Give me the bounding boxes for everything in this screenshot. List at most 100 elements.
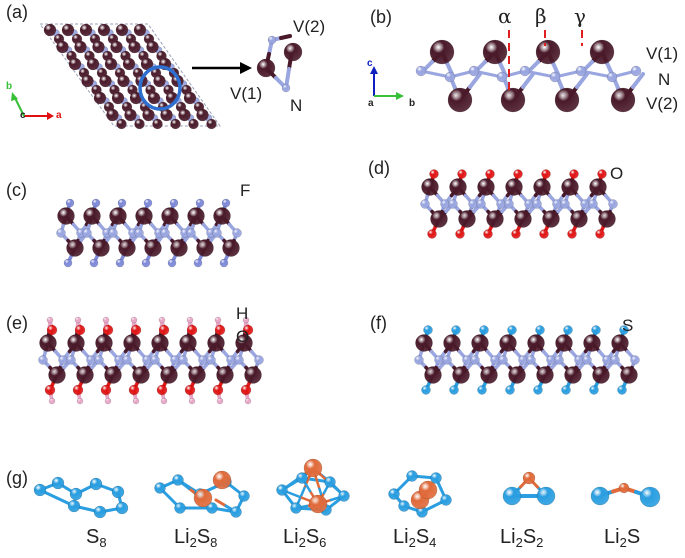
sulfur-atom: [93, 505, 107, 519]
sulfur-atom: [590, 486, 610, 506]
vanadium-atom: [592, 366, 610, 384]
vanadium-atom: [76, 366, 94, 384]
termination-s-label: S: [622, 316, 634, 335]
vanadium-atom: [611, 334, 629, 352]
vanadium-atom: [508, 366, 526, 384]
sulfur-atom: [115, 501, 129, 515]
sulfur-atom: [639, 486, 661, 508]
nitrogen-atom: [442, 355, 452, 365]
vanadium-atom: [111, 91, 125, 105]
sulfur-atom: [449, 385, 459, 395]
nitrogen-atom: [580, 199, 590, 209]
vanadium-atom: [39, 334, 57, 352]
vanadium-atom: [57, 207, 75, 225]
sulfur-atom: [536, 486, 556, 506]
nitrogen-atom: [448, 199, 458, 209]
vanadium-atom: [183, 91, 197, 105]
sulfur-atom: [296, 472, 308, 484]
vanadium-atom: [68, 57, 82, 71]
fluorine-atom: [167, 258, 177, 268]
oxygen-atom: [156, 384, 168, 396]
nitrogen-atom: [254, 355, 264, 365]
sulfur-atom: [69, 487, 83, 501]
hydrogen-atom: [48, 397, 56, 405]
fluorine-atom: [195, 198, 205, 208]
vanadium-atom: [561, 178, 579, 196]
nitrogen-atom: [160, 228, 170, 238]
vanadium-atom: [170, 118, 181, 130]
vanadium-atom: [160, 108, 173, 122]
vanadium-atom: [56, 40, 69, 54]
oxygen-atom: [595, 229, 605, 239]
vanadium-atom: [452, 366, 470, 384]
lithium-atom: [193, 488, 213, 508]
nitrogen-atom: [58, 355, 68, 365]
hydrogen-atom: [188, 397, 196, 405]
oxygen-atom: [513, 169, 523, 179]
vanadium-atom: [207, 334, 225, 352]
nitrogen-atom: [610, 355, 620, 365]
sulfur-atom: [174, 502, 186, 514]
sulfur-atom: [451, 325, 461, 335]
sulfur-atom: [619, 325, 629, 335]
nitrogen-atom: [444, 71, 456, 83]
nitrogen-atom: [66, 355, 76, 365]
vanadium-atom: [443, 334, 461, 352]
nitrogen-atom: [519, 65, 531, 77]
vanadium-atom: [61, 23, 75, 37]
vanadium-atom: [188, 366, 206, 384]
nitrogen-atom: [606, 71, 618, 83]
nitrogen-atom: [526, 355, 536, 365]
panel-g-label: (g): [6, 468, 28, 488]
nitrogen-atom: [440, 199, 450, 209]
lithium-atom: [308, 494, 328, 514]
vanadium-atom: [142, 108, 155, 122]
sulfur-atom: [206, 502, 218, 514]
termination-h-label: H: [236, 304, 249, 323]
vanadium-atom: [97, 23, 111, 37]
oxygen-atom: [184, 384, 196, 396]
vanadium-atom: [480, 366, 498, 384]
nitrogen-atom: [56, 228, 66, 238]
hydrogen-atom: [102, 316, 110, 324]
vanadium-atom: [117, 74, 130, 88]
panel-e-structure: [38, 316, 264, 405]
nitrogen-atom: [630, 65, 642, 77]
nitrogen-atom: [226, 355, 236, 365]
vanadium-atom: [589, 178, 607, 196]
sulfur-atom: [290, 502, 302, 514]
vanadium-atom: [421, 178, 439, 196]
vanadium-atom: [151, 334, 169, 352]
oxygen-atom: [158, 324, 170, 336]
vanadium-atom: [471, 334, 489, 352]
axis-c-label: c: [20, 110, 26, 121]
nitrogen-atom: [434, 355, 444, 365]
sulfur-atom: [561, 385, 571, 395]
layer-v2-label: V(2): [646, 94, 679, 113]
oxygen-atom: [242, 324, 254, 336]
vanadium-atom: [104, 57, 118, 71]
oxygen-atom: [539, 229, 549, 239]
vanadium-atom: [196, 108, 209, 122]
vanadium-atom: [81, 74, 94, 88]
vanadium-atom: [93, 91, 107, 105]
sulfur-atom: [33, 483, 47, 497]
layer-n-label: N: [658, 70, 671, 89]
vanadium-atom: [610, 87, 636, 113]
oxygen-atom: [485, 169, 495, 179]
nitrogen-atom: [170, 355, 180, 365]
bond: [498, 61, 507, 76]
v1-atom-label: V(1): [230, 84, 263, 103]
panel-a-label: (a): [6, 2, 28, 22]
vanadium-atom: [447, 87, 473, 113]
n-atom-label: N: [290, 96, 303, 115]
axis-b-label: b: [6, 81, 13, 92]
panel-c-label: (c): [6, 180, 27, 200]
nitrogen-atom: [582, 355, 592, 365]
vanadium-atom: [99, 74, 112, 88]
nitrogen-atom: [206, 355, 216, 365]
vanadium-atom: [429, 39, 455, 65]
vanadium-atom: [583, 334, 601, 352]
sulfur-atom: [477, 385, 487, 395]
vanadium-atom: [178, 108, 191, 122]
